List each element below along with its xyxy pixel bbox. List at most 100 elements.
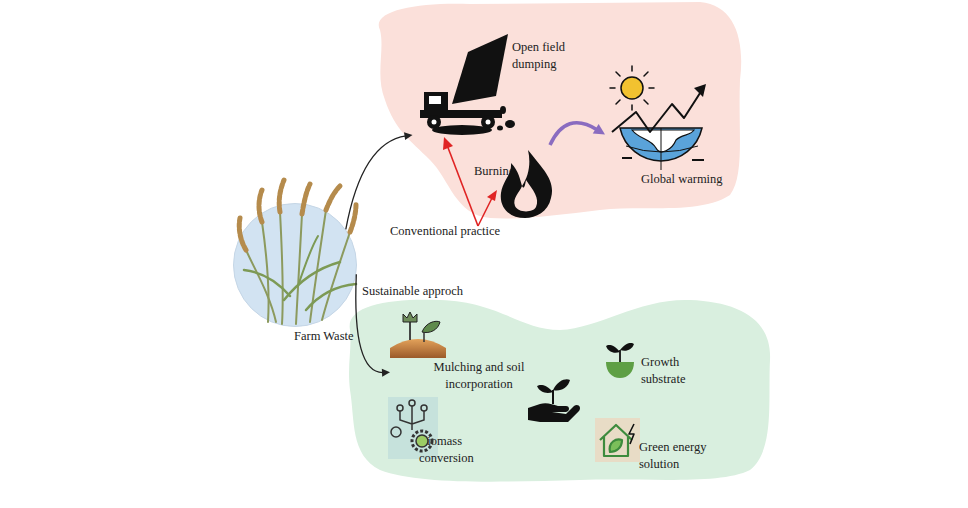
approach-node: Growth substrate bbox=[600, 340, 695, 390]
source-circle: Farm Waste bbox=[233, 203, 357, 327]
sprout-leaf bbox=[537, 385, 553, 393]
globe-land bbox=[632, 130, 694, 152]
gear-core bbox=[416, 435, 428, 447]
node-label: Burning bbox=[474, 163, 515, 180]
energy-icon-backdrop bbox=[595, 418, 640, 462]
sun-ray bbox=[610, 87, 615, 89]
fire-core bbox=[514, 180, 537, 211]
grain-head bbox=[326, 186, 340, 210]
approach-node: Biomass conversion bbox=[385, 395, 510, 467]
plant-stalk bbox=[296, 214, 302, 324]
waste-debris bbox=[497, 126, 503, 131]
truck-chassis bbox=[420, 110, 502, 118]
truck-wheel bbox=[427, 115, 441, 129]
node-label: Open field dumping bbox=[512, 39, 574, 73]
ground-dash bbox=[622, 157, 632, 159]
trend-arrowhead bbox=[694, 84, 706, 97]
waste-pile bbox=[432, 125, 492, 135]
arrow-head bbox=[593, 124, 605, 135]
edge-label: Sustainable approch bbox=[362, 284, 463, 299]
truck-hub bbox=[486, 120, 491, 125]
sun-ray bbox=[631, 105, 633, 110]
conventional-region bbox=[379, 2, 741, 218]
plant-leaf bbox=[306, 284, 356, 310]
approach-node: Mulching and soil incorporation bbox=[390, 305, 532, 397]
grain-head bbox=[350, 204, 356, 232]
sprout-stem bbox=[409, 322, 411, 340]
soil-mound bbox=[390, 339, 446, 358]
practice-node: Burning bbox=[470, 145, 558, 217]
waste-debris bbox=[505, 120, 515, 128]
truck-bed bbox=[452, 34, 508, 104]
truck-window bbox=[429, 96, 441, 104]
node-label: Biomass conversion bbox=[419, 433, 483, 467]
globe-water bbox=[620, 128, 702, 161]
ground-dash bbox=[692, 159, 704, 161]
arrow-head bbox=[382, 369, 390, 377]
plant-leaf bbox=[298, 236, 318, 286]
grain-head bbox=[239, 218, 246, 250]
sprout-leaf bbox=[620, 343, 634, 351]
gear-icon bbox=[412, 431, 432, 451]
flow-connector bbox=[346, 136, 406, 230]
impact-node: Global warming bbox=[605, 68, 717, 190]
waste-debris bbox=[500, 106, 506, 114]
sun-ray bbox=[644, 72, 648, 76]
sun-ray bbox=[631, 66, 633, 71]
sprout-flower bbox=[403, 312, 417, 322]
red-arrow bbox=[447, 145, 478, 226]
pot-icon bbox=[606, 362, 634, 378]
sun-ray bbox=[649, 87, 654, 89]
biomass-icon-backdrop bbox=[388, 397, 438, 459]
red-arrow bbox=[478, 198, 492, 226]
hand-icon bbox=[528, 403, 580, 422]
trend-line bbox=[612, 90, 702, 132]
flow-connector bbox=[550, 123, 598, 145]
red-arrowhead bbox=[487, 190, 497, 201]
arrow-head bbox=[404, 132, 412, 140]
sprout-leaf bbox=[553, 379, 570, 390]
edge-label: Conventional practice bbox=[390, 224, 500, 239]
gear-small bbox=[391, 427, 401, 437]
plant-leaf bbox=[284, 262, 340, 300]
practice-node: Open field dumping bbox=[410, 25, 580, 135]
plant-leaf bbox=[244, 270, 290, 296]
bolt-icon bbox=[629, 424, 634, 444]
grain-head bbox=[302, 184, 310, 214]
sprout-leaf bbox=[422, 321, 440, 332]
truck-hub bbox=[432, 120, 437, 125]
sun-icon bbox=[621, 77, 643, 99]
plant-stalk bbox=[322, 232, 350, 320]
sprout-stem bbox=[423, 332, 425, 342]
tree-node bbox=[397, 405, 403, 411]
leaf-icon bbox=[610, 440, 622, 453]
plant-stalk bbox=[246, 250, 276, 322]
sun-ray bbox=[616, 72, 620, 76]
sun-ray bbox=[616, 100, 620, 104]
sprout-stem bbox=[619, 350, 621, 362]
tree-node bbox=[409, 400, 415, 406]
node-label: Green energy solution bbox=[639, 439, 717, 473]
grain-head bbox=[279, 180, 284, 212]
truck-cab bbox=[424, 92, 448, 114]
globe-grid bbox=[626, 128, 698, 170]
node-label: Global warming bbox=[641, 171, 723, 188]
sun-ray bbox=[644, 100, 648, 104]
plant-stalk bbox=[310, 210, 326, 322]
sprout-stem bbox=[552, 390, 554, 404]
grain-head bbox=[259, 190, 262, 222]
truck-wheel bbox=[481, 115, 495, 129]
node-label: Mulching and soil incorporation bbox=[426, 359, 532, 393]
sprout-leaf bbox=[606, 345, 620, 353]
tree-branch bbox=[400, 406, 424, 430]
sustainable-region bbox=[349, 300, 770, 482]
red-arrowhead bbox=[443, 137, 453, 150]
plant-stalk bbox=[262, 222, 269, 322]
tree-node bbox=[421, 405, 427, 411]
node-label: Growth substrate bbox=[641, 354, 697, 388]
approach-node: Green energy solution bbox=[592, 415, 714, 477]
fire-icon bbox=[501, 150, 552, 218]
